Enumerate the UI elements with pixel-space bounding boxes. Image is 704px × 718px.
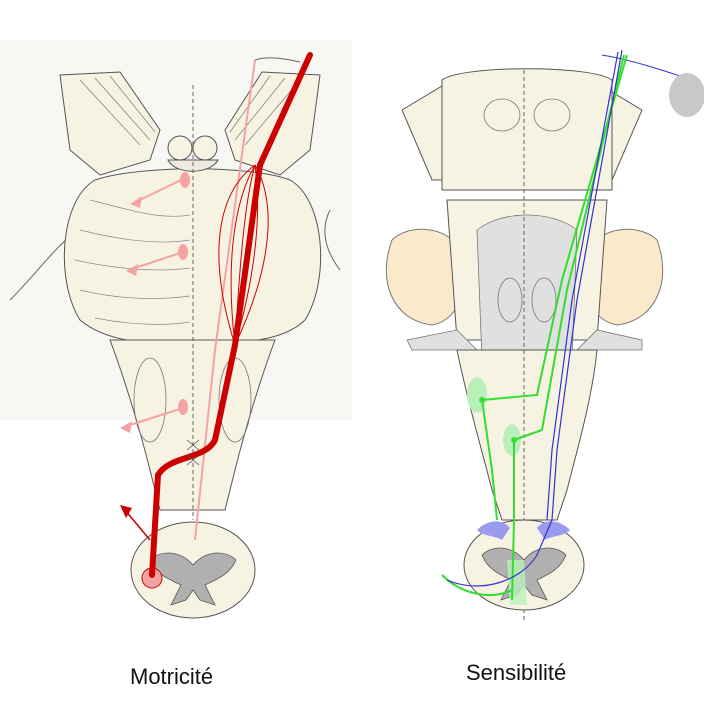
motor-nucleus-right (192, 135, 218, 161)
sensory-floor-ovals (497, 277, 557, 323)
motor-secondary-nuclei (178, 172, 190, 415)
sensory-dorsal-left (477, 521, 510, 540)
motor-right-lobe (224, 71, 321, 176)
motor-left-lobe (59, 71, 161, 176)
sensory-blue-pathways (446, 49, 623, 587)
sensory-panel: Sensibilité (352, 0, 704, 718)
sensory-thalamus-shape (669, 73, 704, 117)
sensory-upper-body (441, 68, 613, 191)
motor-outline-top (254, 57, 301, 63)
sensory-dorsal-column (507, 560, 527, 605)
motor-diagram (0, 40, 352, 619)
motor-grey-matter (149, 552, 237, 606)
sensory-junction-dots (479, 397, 517, 443)
motor-panel: Motricité (0, 40, 352, 689)
motor-olive-left (133, 357, 167, 443)
motor-corticospinal-tract (149, 52, 313, 578)
motor-secondary-arrowheads (120, 196, 142, 433)
motor-nucleus-left (167, 135, 193, 161)
sensory-colliculi (483, 98, 571, 132)
motor-secondary-fibers (129, 59, 256, 541)
motor-outgoing-arrowhead (120, 505, 132, 518)
motor-caption: Motricité (130, 664, 214, 689)
motor-pons-stripes (74, 199, 191, 325)
sensory-caption: Sensibilité (466, 660, 567, 685)
motor-lobe-stripes (79, 75, 301, 146)
motor-decussation-marks (186, 439, 200, 466)
sensory-diagram (385, 49, 704, 620)
motor-outline-right (324, 209, 341, 271)
motor-outgoing-axon (124, 509, 151, 541)
